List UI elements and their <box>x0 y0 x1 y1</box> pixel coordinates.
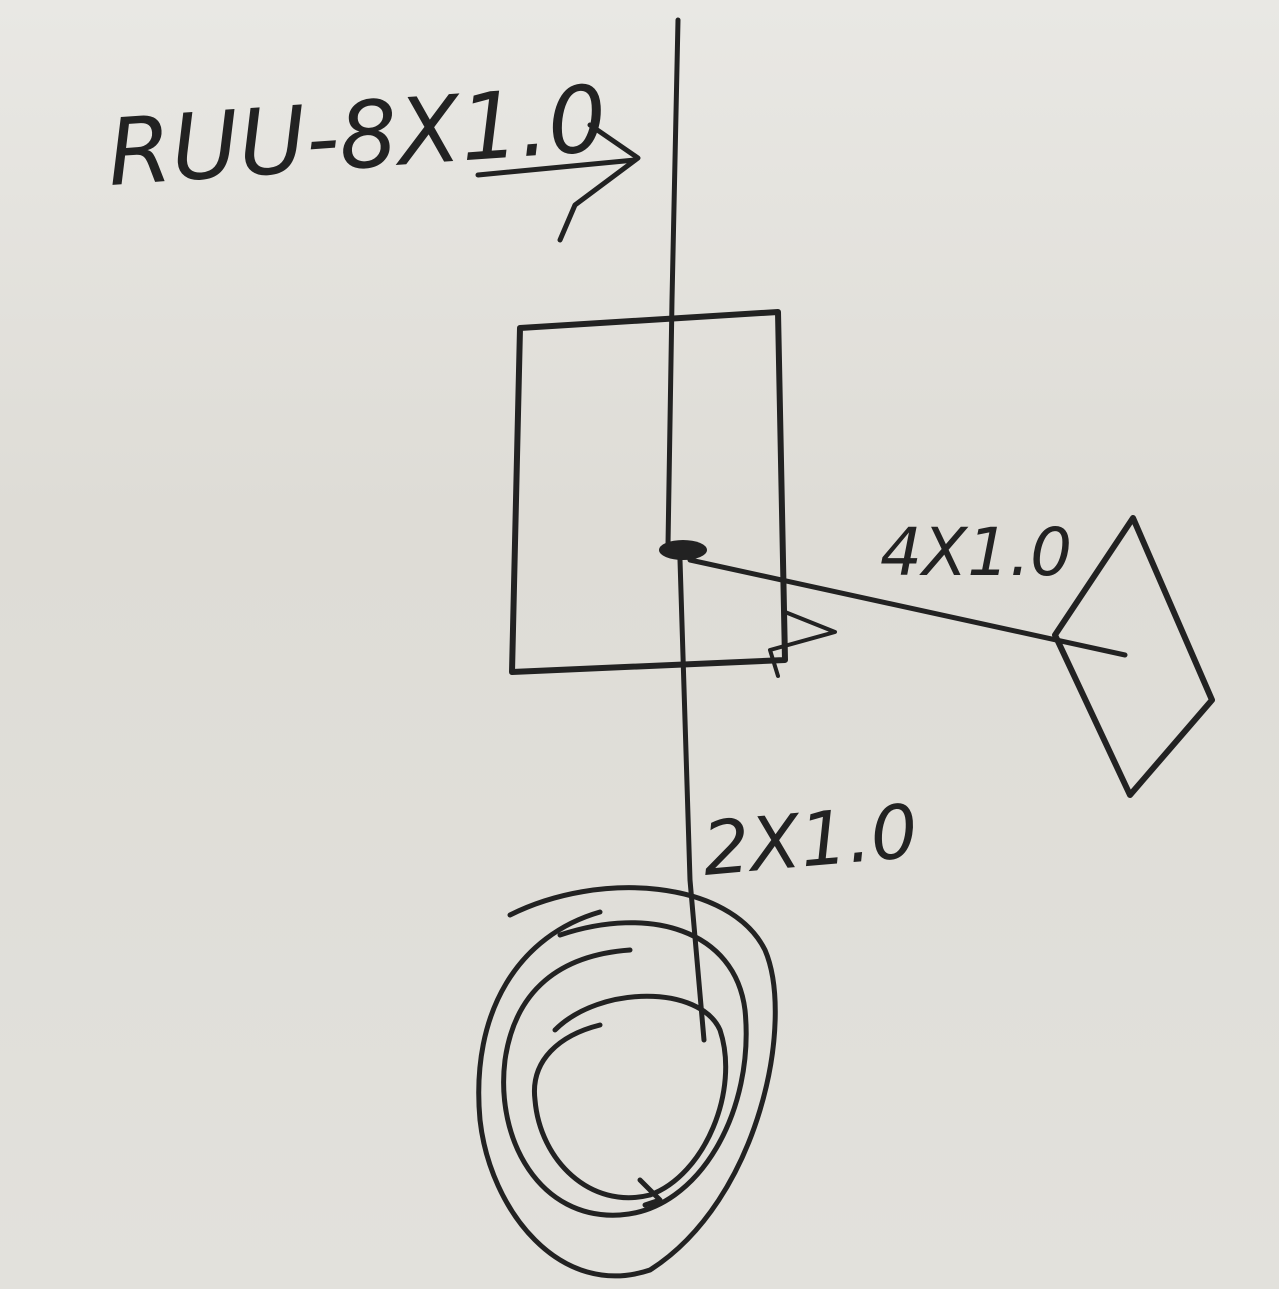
bottom-label: 2X1.0 <box>699 788 921 892</box>
diamond-shape <box>1052 515 1215 798</box>
rectangle-corner-mark <box>768 610 837 678</box>
middle-circle <box>501 920 749 1218</box>
branch-line-right <box>687 557 1128 658</box>
lower-vertical-line <box>677 557 707 1043</box>
inner-circle <box>531 993 729 1201</box>
outer-circle <box>476 885 778 1279</box>
main-vertical-line <box>665 17 681 548</box>
top-label: RUU-8X1.0 <box>104 65 610 207</box>
arrow-pointer <box>475 157 638 178</box>
rectangle-box <box>509 309 788 675</box>
junction-dot <box>659 540 707 560</box>
inner-spiral-tail <box>637 1177 663 1208</box>
arrow-head <box>557 122 641 243</box>
right-label: 4X1.0 <box>880 514 1072 591</box>
